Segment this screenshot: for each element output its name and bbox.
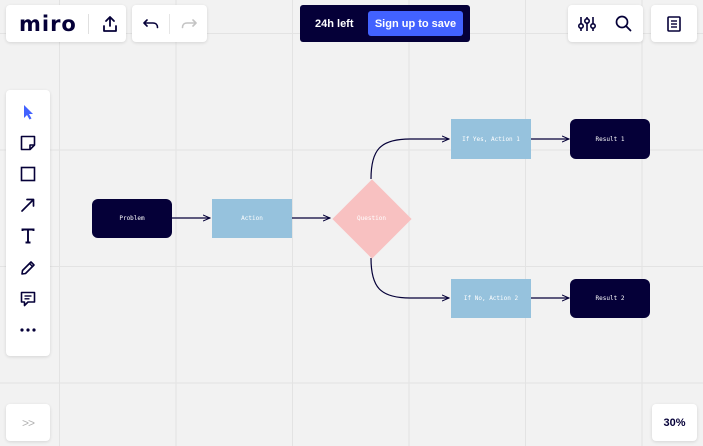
rectangle-icon xyxy=(20,166,36,182)
chevron-double-right-icon: >> xyxy=(21,415,35,430)
node-if-no-label: If No, Action 2 xyxy=(463,295,519,302)
cursor-icon xyxy=(24,104,33,120)
undo-button[interactable] xyxy=(132,5,169,42)
connector-question-yes xyxy=(370,139,449,180)
logo-panel: miro xyxy=(6,5,126,42)
notes-button[interactable] xyxy=(651,5,697,42)
search-icon xyxy=(615,15,632,32)
tool-more[interactable] xyxy=(6,314,50,345)
settings-search-panel xyxy=(568,5,643,42)
comment-icon xyxy=(20,291,36,307)
upload-icon xyxy=(103,15,118,32)
undo-icon xyxy=(142,18,158,28)
sticky-note-icon xyxy=(20,135,36,151)
collapse-panel-button[interactable]: >> xyxy=(6,404,50,441)
node-if-yes-label: If Yes, Action 1 xyxy=(462,135,520,143)
connector-question-no xyxy=(370,257,449,298)
undo-redo-panel xyxy=(132,5,207,42)
tool-text[interactable] xyxy=(6,221,50,252)
node-result-2-label: Result 2 xyxy=(595,295,625,302)
left-toolbar xyxy=(6,90,50,356)
node-if-no[interactable]: If No, Action 2 xyxy=(451,279,531,318)
node-question-label: Question xyxy=(357,215,386,222)
zoom-level-text: 30% xyxy=(663,416,686,429)
tool-pen[interactable] xyxy=(6,252,50,283)
document-icon xyxy=(667,15,681,32)
text-icon xyxy=(21,228,35,244)
search-button[interactable] xyxy=(605,5,642,42)
redo-icon xyxy=(181,18,197,28)
save-banner: 24h left Sign up to save xyxy=(300,5,470,42)
tool-shape[interactable] xyxy=(6,158,50,189)
node-action[interactable]: Action xyxy=(212,199,292,238)
node-question[interactable]: Question xyxy=(331,178,412,259)
node-problem-label: Problem xyxy=(119,215,145,222)
divider xyxy=(87,13,89,34)
miro-logo[interactable]: miro xyxy=(19,11,77,36)
node-action-label: Action xyxy=(241,215,263,222)
node-problem[interactable]: Problem xyxy=(92,199,172,238)
settings-button[interactable] xyxy=(568,5,605,42)
zoom-level-button[interactable]: 30% xyxy=(652,404,697,441)
divider xyxy=(169,13,170,34)
sliders-icon xyxy=(577,16,596,31)
time-left-text: 24h left xyxy=(315,17,354,30)
arrow-line-icon xyxy=(21,198,35,213)
node-result-1-label: Result 1 xyxy=(595,135,625,143)
tool-sticky-note[interactable] xyxy=(6,127,50,158)
sign-up-button[interactable]: Sign up to save xyxy=(368,11,463,36)
more-dots-icon xyxy=(20,328,36,332)
upload-button[interactable] xyxy=(95,5,126,42)
pen-icon xyxy=(21,260,35,275)
node-if-yes[interactable]: If Yes, Action 1 xyxy=(451,119,531,159)
tool-connection-line[interactable] xyxy=(6,190,50,221)
redo-button[interactable] xyxy=(170,5,207,42)
node-result-1[interactable]: Result 1 xyxy=(570,119,650,159)
tool-comment[interactable] xyxy=(6,283,50,314)
node-result-2[interactable]: Result 2 xyxy=(570,279,650,318)
tool-select[interactable] xyxy=(6,96,50,127)
